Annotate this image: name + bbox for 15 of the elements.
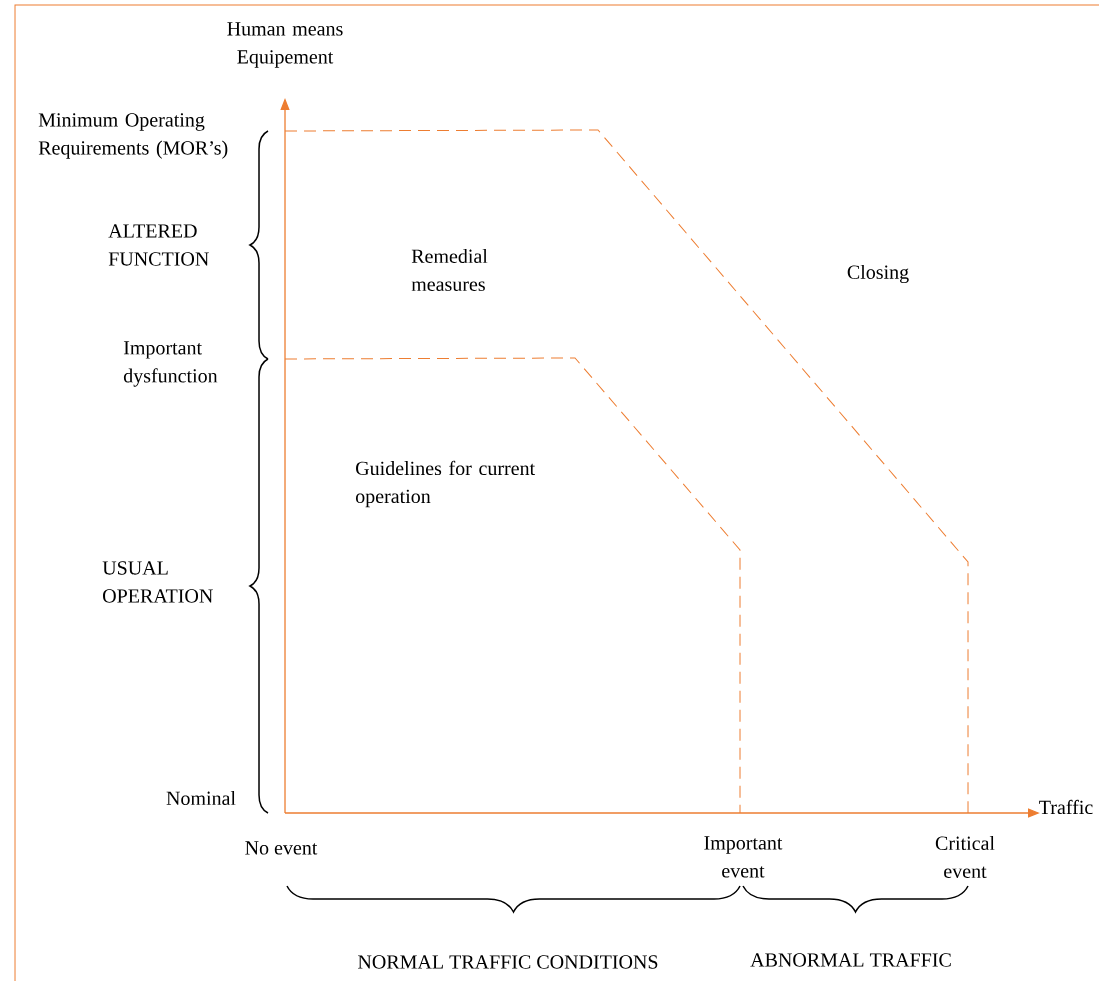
zone-label: ALTERED FUNCTION	[108, 224, 209, 266]
event-label: Important event	[704, 836, 783, 878]
zone-label: USUAL OPERATION	[102, 561, 213, 603]
region-label: Closing	[847, 264, 909, 284]
axis-label: Traffic	[1039, 799, 1093, 815]
region-label: Remedial measures	[411, 248, 488, 291]
zone-label: NORMAL TRAFFIC CONDITIONS	[358, 955, 658, 969]
axis-label: Human means Equipement	[227, 22, 343, 68]
level-label: Important dysfunction	[123, 341, 218, 387]
region-label: Guidelines for current operation	[356, 460, 536, 508]
event-label: No event	[245, 841, 318, 855]
event-label: Critical event	[935, 835, 995, 878]
level-label: Minimum Operating Requirements (MOR’s)	[38, 113, 228, 159]
zone-label: ABNORMAL TRAFFIC	[750, 953, 951, 967]
level-label: Nominal	[166, 790, 236, 805]
